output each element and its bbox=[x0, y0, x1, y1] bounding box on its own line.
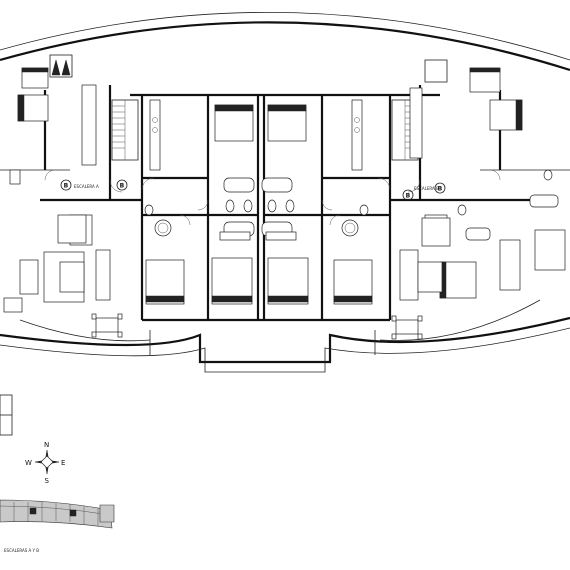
left-partial-structure bbox=[0, 394, 13, 436]
stair-label-b: ESCALERA B bbox=[414, 186, 439, 191]
dining-tables bbox=[3, 297, 423, 340]
stair-label-a: ESCALERA A bbox=[74, 184, 99, 189]
compass-n: N bbox=[44, 441, 49, 449]
circle-marker-4: B bbox=[438, 186, 443, 193]
elevator-left bbox=[49, 54, 73, 78]
circle-marker-2: B bbox=[120, 183, 125, 190]
compass-e: E bbox=[61, 459, 65, 467]
bed-icons bbox=[17, 67, 566, 305]
door-swings bbox=[44, 169, 501, 226]
staircase-left bbox=[111, 99, 139, 161]
compass-rose: N S E W bbox=[25, 441, 65, 485]
key-plan-caption: ESCALERAS A Y B bbox=[4, 548, 39, 553]
elevator-right bbox=[424, 59, 448, 83]
key-plan: ESCALERAS A Y B bbox=[0, 499, 115, 553]
kitchen-counters bbox=[81, 84, 423, 241]
compass-w: W bbox=[25, 459, 32, 467]
circle-marker-3: B bbox=[406, 193, 411, 200]
stair-markers: B B B B ESCALERA A ESCALERA B bbox=[60, 179, 446, 201]
living-furniture bbox=[19, 214, 521, 303]
compass-s: S bbox=[45, 477, 50, 485]
circle-marker-1: B bbox=[64, 183, 69, 190]
